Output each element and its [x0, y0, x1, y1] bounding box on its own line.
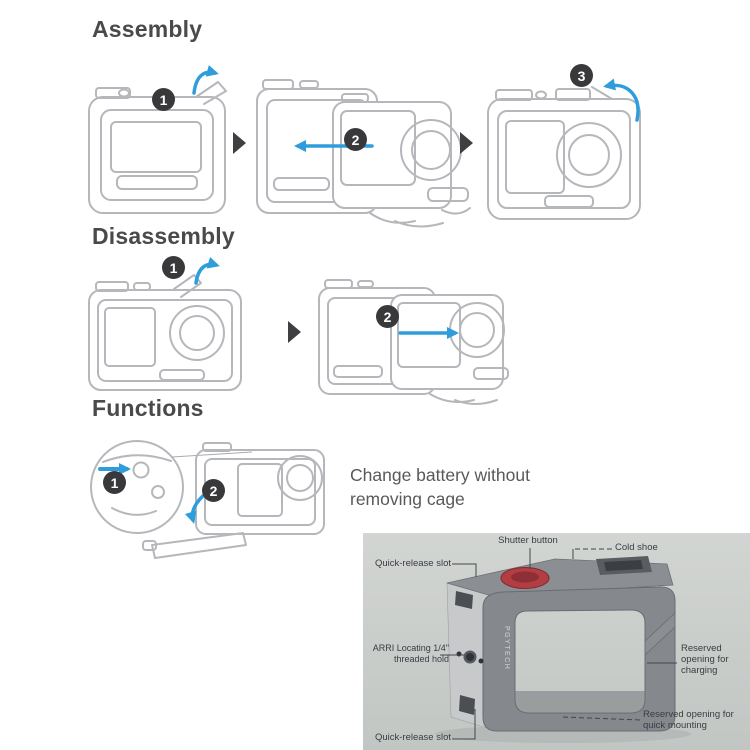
open-latch-flap	[195, 81, 227, 105]
step-badge: 2	[376, 305, 399, 328]
reserved-charging-label: Reserved opening for charging	[681, 643, 729, 677]
quick-release-top-label: Quick-release slot	[374, 558, 451, 569]
cold-shoe-label: Cold shoe	[615, 542, 658, 553]
callout-lines	[440, 548, 677, 740]
arri-locating-label: ARRI Locating 1/4" threaded hold	[372, 643, 449, 664]
battery-note: Change battery without removing cage	[350, 465, 530, 509]
mount-prongs	[369, 207, 471, 228]
step-badge: 2	[344, 128, 367, 151]
magnifier-callout-line	[171, 451, 253, 458]
product-photo: PGYTECH Shutter button Cold shoe Quick-r…	[363, 533, 750, 750]
step-badge: 3	[570, 64, 593, 87]
next-step-arrow-icon	[233, 132, 246, 154]
step-badge: 2	[202, 479, 225, 502]
camera-cage: PGYTECH	[446, 556, 676, 732]
cage-right-strut	[644, 612, 676, 656]
brand-engraving: PGYTECH	[503, 626, 510, 670]
step-badge: 1	[162, 256, 185, 279]
quarter-inch-thread-hole	[466, 653, 474, 661]
disassembly-step1-open-latch-diagram	[88, 274, 242, 391]
next-step-arrow-icon	[460, 132, 473, 154]
next-step-arrow-icon	[288, 321, 301, 343]
functions-heading: Functions	[92, 395, 204, 421]
reserved-quick-mounting-label: Reserved opening for quick mounting	[643, 709, 734, 732]
quick-release-bottom-label: Quick-release slot	[374, 732, 451, 743]
rotate-open-arrow-icon	[194, 256, 220, 285]
mount-prongs	[429, 393, 498, 405]
open-battery-door	[151, 532, 247, 559]
rotate-open-arrow-icon	[192, 65, 219, 95]
disassembly-step2-slide-out-diagram	[318, 279, 509, 405]
shutter-button-label: Shutter button	[498, 535, 558, 546]
disassembly-heading: Disassembly	[92, 223, 235, 249]
assembly-step3-close-latch-diagram	[487, 86, 641, 220]
quick-release-slot-bottom	[459, 695, 475, 715]
quick-release-slot-top	[455, 591, 473, 609]
rotate-close-arrow-icon	[603, 78, 640, 122]
functions-detail-magnifier-diagram	[90, 440, 184, 534]
step-badge: 1	[152, 88, 175, 111]
assembly-heading: Assembly	[92, 16, 203, 42]
cage-photo-art: PGYTECH	[363, 533, 750, 750]
assembly-step2-insert-camera-diagram	[256, 79, 471, 228]
step-badge: 1	[103, 471, 126, 494]
